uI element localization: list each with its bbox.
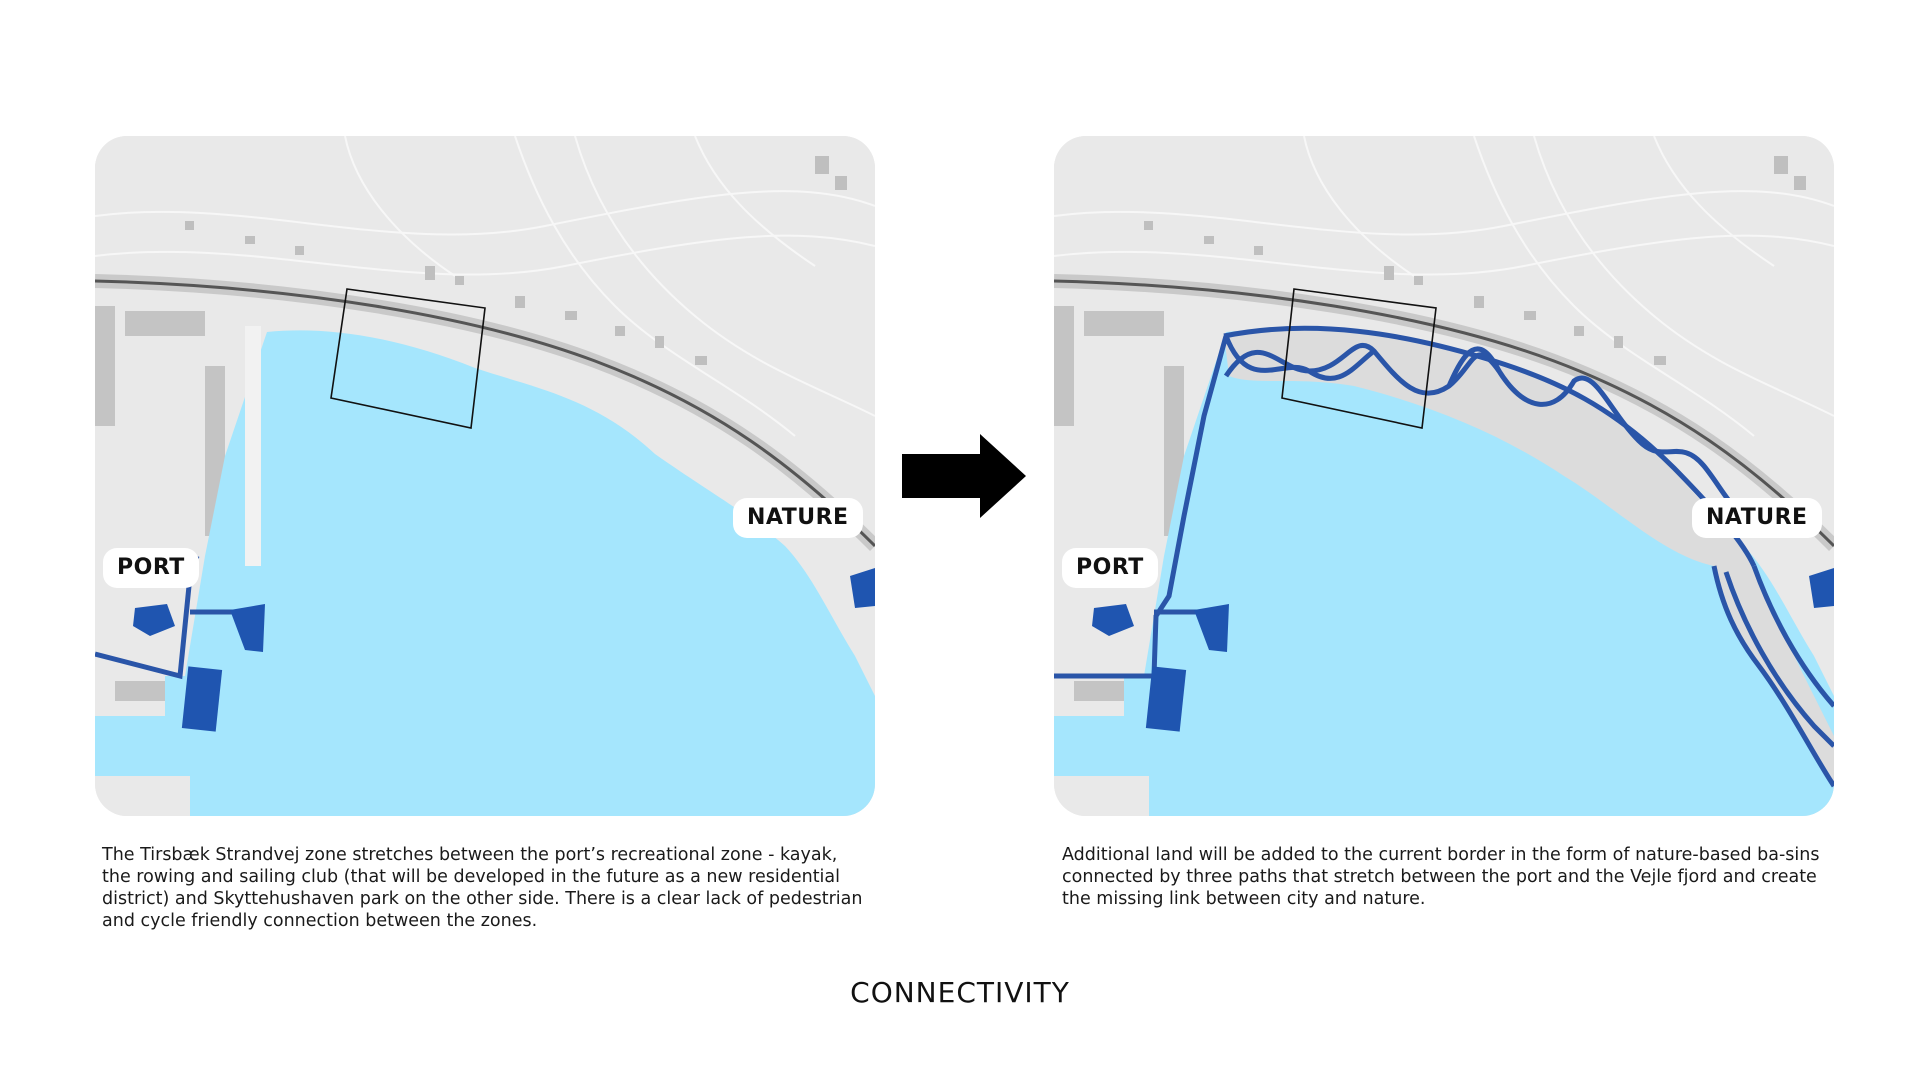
caption-current: The Tirsbæk Strandvej zone stretches bet… <box>102 845 863 931</box>
water-fjord <box>1054 330 1834 816</box>
nature-building <box>850 568 875 608</box>
nature-label: NATURE <box>733 498 863 538</box>
club-building <box>1145 666 1187 732</box>
railway <box>1054 279 1834 548</box>
map-panel-current: PORT NATURE <box>95 136 875 816</box>
port-label: PORT <box>103 548 199 588</box>
page-title: CONNECTIVITY <box>850 976 1070 1009</box>
port-building <box>1092 604 1134 636</box>
club-building <box>181 666 223 732</box>
port-building <box>133 604 175 636</box>
right-arrow-icon <box>902 434 1026 518</box>
water-fjord <box>95 330 875 816</box>
boathouse <box>1194 604 1229 652</box>
buildings-north <box>1144 156 1806 365</box>
boathouse <box>230 604 265 652</box>
map-current <box>95 136 875 816</box>
map-panel-proposed: PORT NATURE <box>1054 136 1834 816</box>
port-label: PORT <box>1062 548 1158 588</box>
pier <box>245 326 261 566</box>
contour-lines <box>1054 136 1834 437</box>
contour-lines <box>95 136 875 437</box>
caption-proposed: Additional land will be added to the cur… <box>1062 845 1820 909</box>
map-proposed <box>1054 136 1834 816</box>
study-frame <box>330 288 486 429</box>
study-frame <box>1281 288 1437 429</box>
railway <box>95 279 875 548</box>
nature-building <box>1809 568 1834 608</box>
buildings-north <box>185 156 847 365</box>
nature-label: NATURE <box>1692 498 1822 538</box>
